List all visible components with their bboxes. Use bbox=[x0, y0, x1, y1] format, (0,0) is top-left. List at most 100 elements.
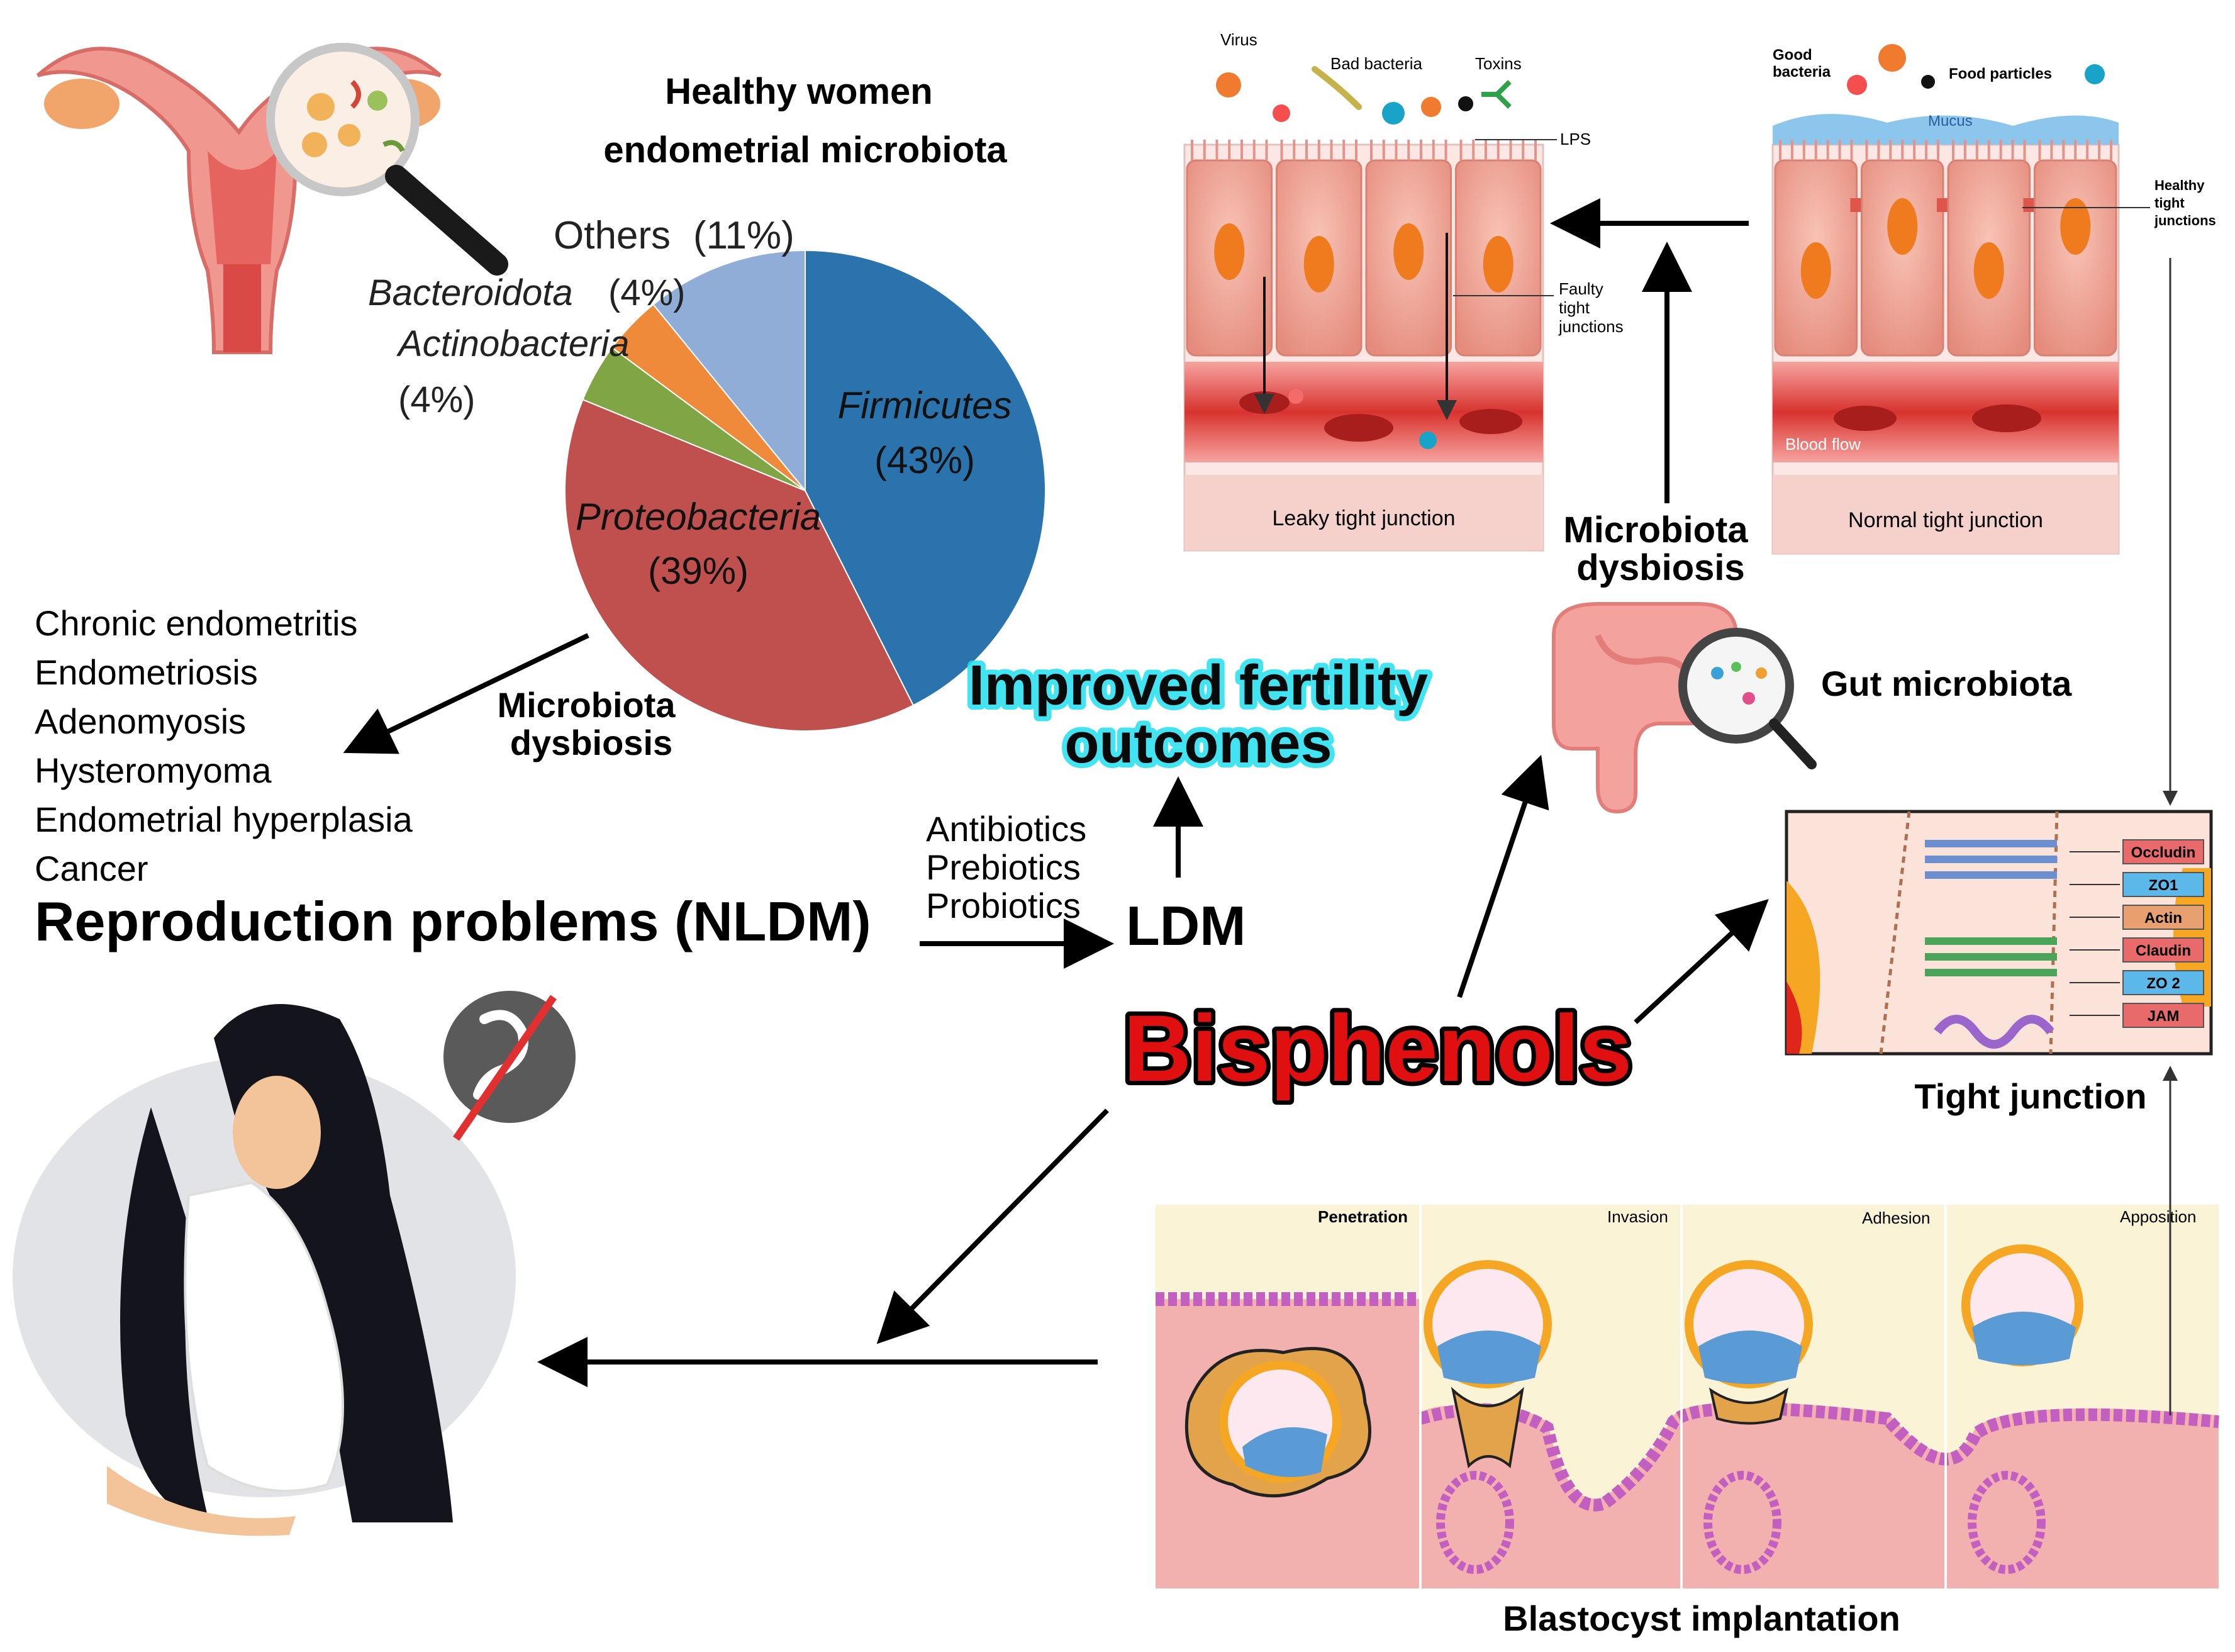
ldm-label: LDM bbox=[1126, 895, 1246, 957]
problem-item: Hysteromyoma bbox=[35, 751, 272, 790]
dysbiosis-left-line2: dysbiosis bbox=[510, 723, 672, 762]
problem-item: Adenomyosis bbox=[35, 701, 246, 741]
epithelial-cell bbox=[1861, 159, 1944, 357]
improved-line2: outcomes bbox=[1064, 712, 1332, 775]
protein-label: ZO1 bbox=[2149, 877, 2178, 894]
pie-title-line2: endometrial microbiota bbox=[603, 130, 1007, 170]
label-actinobacteria-pct: (4%) bbox=[398, 379, 475, 420]
arrow-pie-to-problems bbox=[343, 633, 589, 754]
dysbiosis-right-line1: Microbiota bbox=[1563, 510, 1748, 550]
label-bacteroidota-pct: (4%) bbox=[608, 272, 685, 313]
bisphenols-glow: Bisphenols bbox=[1123, 995, 1632, 1101]
protein-label: Claudin bbox=[2136, 942, 2191, 959]
label-bacteroidota: Bacteroidota bbox=[368, 272, 573, 313]
nucleus bbox=[1973, 242, 2004, 299]
protein-label: Occludin bbox=[2131, 844, 2196, 861]
treatment-prebiotics: Prebiotics bbox=[926, 847, 1081, 887]
bisphenols-label: Bisphenols bbox=[1123, 995, 1632, 1101]
label-others-pct: (11%) bbox=[693, 214, 794, 257]
protein-label: ZO 2 bbox=[2146, 975, 2180, 992]
healthy-junctions-line3: junctions bbox=[2154, 213, 2216, 228]
arrow-bisphenols-to-woman bbox=[876, 1108, 1109, 1344]
virus-label: Virus bbox=[1220, 30, 1257, 49]
faulty-junctions-line1: Faulty bbox=[1559, 279, 1603, 298]
food-particles-label: Food particles bbox=[1949, 65, 2052, 82]
improved-outcomes: Improved fertility Improved fertility ou… bbox=[964, 649, 1433, 780]
pie-slice-proteobacteria bbox=[564, 398, 915, 732]
faulty-junctions-line3: junctions bbox=[1558, 317, 1624, 336]
normal-tight-junction-panel: Good bacteria Food particles Mucus Healt… bbox=[1771, 44, 2216, 555]
leaky-caption: Leaky tight junction bbox=[1272, 506, 1455, 530]
problem-item: Endometrial hyperplasia bbox=[35, 800, 413, 839]
tight-junction-label: Tight junction bbox=[1914, 1076, 2146, 1116]
good-bacteria-line2: bacteria bbox=[1773, 64, 1831, 81]
pie-slice-firmicutes bbox=[805, 249, 1046, 706]
gut-illustration bbox=[1552, 602, 1817, 814]
reproduction-problems-heading: Reproduction problems (NLDM) bbox=[35, 890, 871, 952]
nucleus bbox=[1303, 236, 1334, 293]
gut-microbiota-label: Gut microbiota bbox=[1821, 664, 2072, 703]
leaky-epithelium bbox=[1186, 140, 1542, 357]
improved-line1-glow: Improved fertility bbox=[969, 654, 1428, 717]
toxins-label: Toxins bbox=[1475, 54, 1522, 73]
nucleus bbox=[1483, 236, 1513, 293]
healthy-junctions-line1: Healthy bbox=[2154, 177, 2205, 193]
nucleus bbox=[1393, 223, 1424, 280]
good-bacteria-line1: Good bbox=[1773, 47, 1812, 64]
blastocyst-apposition bbox=[1961, 1244, 2083, 1366]
problems-list: Chronic endometritis Endometriosis Adeno… bbox=[35, 603, 413, 888]
arrows bbox=[343, 198, 1769, 1387]
treatment-probiotics: Probiotics bbox=[926, 886, 1081, 925]
protein-tag bbox=[2122, 905, 2204, 930]
blood-flow-label: Blood flow bbox=[1785, 435, 1861, 454]
lps-label: LPS bbox=[1560, 130, 1591, 148]
stage-penetration: Penetration bbox=[1318, 1207, 1408, 1226]
infertile-woman-illustration bbox=[13, 991, 576, 1536]
bad-bacteria-label: Bad bacteria bbox=[1330, 54, 1423, 73]
blastocyst-panel: Penetration Invasion Adhesion Apposition bbox=[1156, 1205, 2219, 1588]
protein-label: JAM bbox=[2148, 1008, 2180, 1025]
protein-tag bbox=[2122, 1003, 2204, 1028]
faulty-junctions-line2: tight bbox=[1559, 298, 1590, 317]
problem-item: Cancer bbox=[35, 849, 148, 888]
label-proteobacteria-pct: (39%) bbox=[648, 550, 749, 592]
protein-tag bbox=[2122, 872, 2204, 897]
blastocyst-penetration bbox=[1184, 1347, 1371, 1498]
glands bbox=[1436, 1471, 2046, 1574]
stage-invasion: Invasion bbox=[1607, 1207, 1668, 1226]
problem-item: Endometriosis bbox=[35, 652, 258, 692]
epithelial-cell bbox=[2034, 159, 2117, 357]
pie-slice-others bbox=[652, 249, 806, 493]
blastocyst-invasion bbox=[1424, 1260, 1552, 1469]
healthy-junctions-line2: tight bbox=[2154, 195, 2185, 211]
protein-tag bbox=[2122, 839, 2204, 864]
label-others: Others bbox=[554, 214, 671, 257]
label-actinobacteria: Actinobacteria bbox=[396, 323, 630, 364]
arrow-bisphenols-to-tight-junction bbox=[1634, 899, 1769, 1024]
blastocyst-implantation-label: Blastocyst implantation bbox=[1503, 1599, 1900, 1638]
nucleus bbox=[1887, 198, 1918, 255]
improved-line2-glow: outcomes bbox=[1064, 712, 1332, 775]
protein-tag bbox=[2122, 937, 2204, 963]
blastocyst-adhesion bbox=[1685, 1260, 1813, 1425]
treatment-antibiotics: Antibiotics bbox=[926, 809, 1086, 849]
normal-epithelium bbox=[1774, 140, 2117, 357]
protein-tag bbox=[2122, 970, 2204, 995]
stage-apposition: Apposition bbox=[2120, 1207, 2196, 1226]
leaky-tight-junction-panel: Virus Bad bacteria Toxins LPS Faulty tig… bbox=[1183, 30, 1624, 552]
improved-line1: Improved fertility bbox=[969, 654, 1428, 717]
stage-adhesion: Adhesion bbox=[1862, 1208, 1930, 1227]
pie-title-line1: Healthy women bbox=[665, 71, 932, 112]
normal-caption: Normal tight junction bbox=[1848, 508, 2043, 532]
nucleus bbox=[2060, 198, 2091, 255]
problem-item: Chronic endometritis bbox=[35, 603, 358, 643]
protein-label: Actin bbox=[2144, 910, 2182, 927]
label-firmicutes: Firmicutes bbox=[838, 384, 1012, 427]
nucleus bbox=[1800, 242, 1831, 299]
dysbiosis-right-line2: dysbiosis bbox=[1576, 547, 1745, 588]
nucleus bbox=[1214, 223, 1245, 280]
label-proteobacteria: Proteobacteria bbox=[576, 496, 821, 538]
